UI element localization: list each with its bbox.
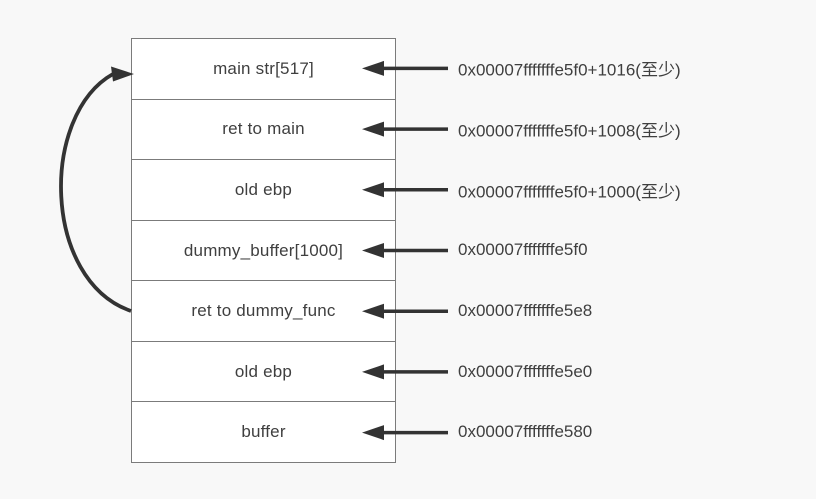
address-label: 0x00007fffffffe5f0+1008(至少) xyxy=(458,121,681,141)
stack-row-label: ret to main xyxy=(222,119,305,139)
stack-row: old ebp xyxy=(132,160,395,221)
stack-row: dummy_buffer[1000] xyxy=(132,221,395,282)
stack-row-label: old ebp xyxy=(234,361,293,381)
stack-row-label: dummy_buffer[1000] xyxy=(183,240,344,260)
address-label: 0x00007fffffffe5f0 xyxy=(458,240,588,259)
stack-row-label: ret to dummy_func xyxy=(191,301,336,321)
address-label: 0x00007fffffffe580 xyxy=(458,422,593,441)
stack-row-label: old ebp xyxy=(234,179,293,199)
stack-row: main str[517] xyxy=(132,39,395,100)
stack-row-label: buffer xyxy=(241,422,286,442)
stack-row: ret to dummy_func xyxy=(132,281,395,342)
address-label: 0x00007fffffffe5e8 xyxy=(458,301,593,320)
address-label: 0x00007fffffffe5e0 xyxy=(458,362,593,381)
stack-row: old ebp xyxy=(132,342,395,403)
stack-row: buffer xyxy=(132,402,395,462)
address-label: 0x00007fffffffe5f0+1000(至少) xyxy=(458,182,681,202)
stack-frame-box: main str[517] ret to main old ebp dummy_… xyxy=(131,38,396,463)
address-label: 0x00007fffffffe5f0+1016(至少) xyxy=(458,60,681,80)
loop-arrow xyxy=(59,66,134,313)
stack-row: ret to main xyxy=(132,100,395,161)
stack-row-label: main str[517] xyxy=(213,58,314,78)
